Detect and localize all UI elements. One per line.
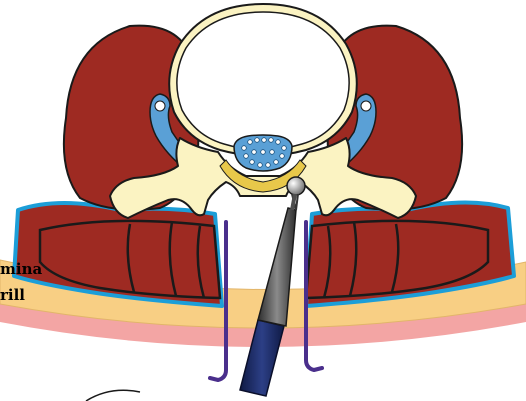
drill-burr-tip: [287, 177, 305, 195]
label-drill: rill: [0, 288, 25, 303]
facet-dot-left: [155, 101, 165, 111]
bottom-arc: [86, 390, 140, 401]
facet-dot-right: [361, 101, 371, 111]
label-lamina: mina: [0, 262, 42, 277]
vertebral-body-cortex: [177, 12, 349, 150]
